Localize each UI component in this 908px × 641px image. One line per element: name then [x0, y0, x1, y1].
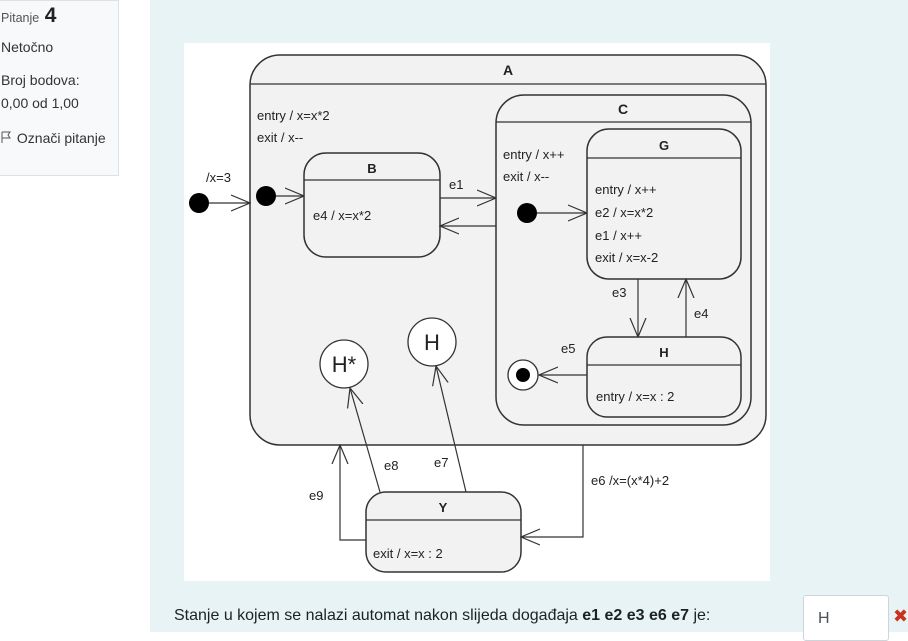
grade-label: Broj bodova: — [1, 72, 80, 88]
state-c-exit: exit / x-- — [503, 169, 549, 184]
state-y-exit: exit / x=x : 2 — [373, 546, 443, 561]
statechart-diagram: A entry / x=x*2 exit / x-- /x=3 B e4 / x… — [184, 43, 770, 581]
grade-value: 0,00 od 1,00 — [1, 95, 79, 111]
state-h: H entry / x=x : 2 — [586, 336, 742, 418]
state-c-name: C — [618, 101, 628, 117]
state-b-action: e4 / x=x*2 — [313, 208, 371, 223]
deep-history-symbol: H* — [332, 352, 357, 377]
state-g: G entry / x++ e2 / x=x*2 e1 / x++ exit /… — [586, 128, 742, 280]
deep-history-pseudostate: H* — [319, 339, 369, 389]
state-g-exit: exit / x=x-2 — [595, 250, 658, 265]
shallow-history-pseudostate: H — [407, 317, 457, 367]
state-g-e2: e2 / x=x*2 — [595, 205, 653, 220]
transition-e8-label: e8 — [384, 458, 398, 473]
state-a-entry: entry / x=x*2 — [257, 108, 330, 123]
outer-initial-pseudostate — [189, 193, 209, 213]
transition-e6-label: e6 /x=(x*4)+2 — [591, 473, 669, 488]
transition-e1-label: e1 — [449, 177, 463, 192]
state-b-name: B — [367, 161, 376, 176]
question-text: Stanje u kojem se nalazi automat nakon s… — [174, 607, 711, 624]
question-status: Netočno — [1, 39, 54, 55]
state-y-name: Y — [439, 500, 448, 515]
shallow-history-symbol: H — [424, 330, 440, 355]
initial-transition-label: /x=3 — [206, 170, 231, 185]
transition-e7-label: e7 — [434, 455, 448, 470]
flag-icon — [1, 127, 13, 149]
a-initial-pseudostate — [256, 186, 276, 206]
question-events: e1 e2 e3 e6 e7 — [582, 607, 690, 624]
state-g-e1: e1 / x++ — [595, 228, 642, 243]
question-number: Pitanje 4 — [1, 4, 57, 27]
transition-e5-label: e5 — [561, 341, 575, 356]
state-a-exit: exit / x-- — [257, 130, 303, 145]
question-info-panel: Pitanje 4 Netočno Broj bodova: 0,00 od 1… — [0, 0, 119, 176]
transition-e9-label: e9 — [309, 488, 323, 503]
state-c-entry: entry / x++ — [503, 147, 564, 162]
c-initial-pseudostate — [517, 203, 537, 223]
state-h-entry: entry / x=x : 2 — [596, 389, 674, 404]
flag-question-link[interactable]: Označi pitanje — [1, 127, 111, 149]
state-g-entry: entry / x++ — [595, 182, 656, 197]
state-y: Y exit / x=x : 2 — [365, 491, 522, 573]
answer-input[interactable]: H — [803, 595, 889, 641]
state-b: B e4 / x=x*2 — [303, 152, 441, 258]
state-a-name: A — [503, 62, 513, 78]
transition-e3-label: e3 — [612, 285, 626, 300]
state-g-name: G — [659, 138, 669, 153]
transition-e4-label: e4 — [694, 306, 708, 321]
final-state — [507, 359, 539, 391]
state-h-name: H — [659, 345, 668, 360]
cross-icon: ✖ — [893, 606, 908, 626]
